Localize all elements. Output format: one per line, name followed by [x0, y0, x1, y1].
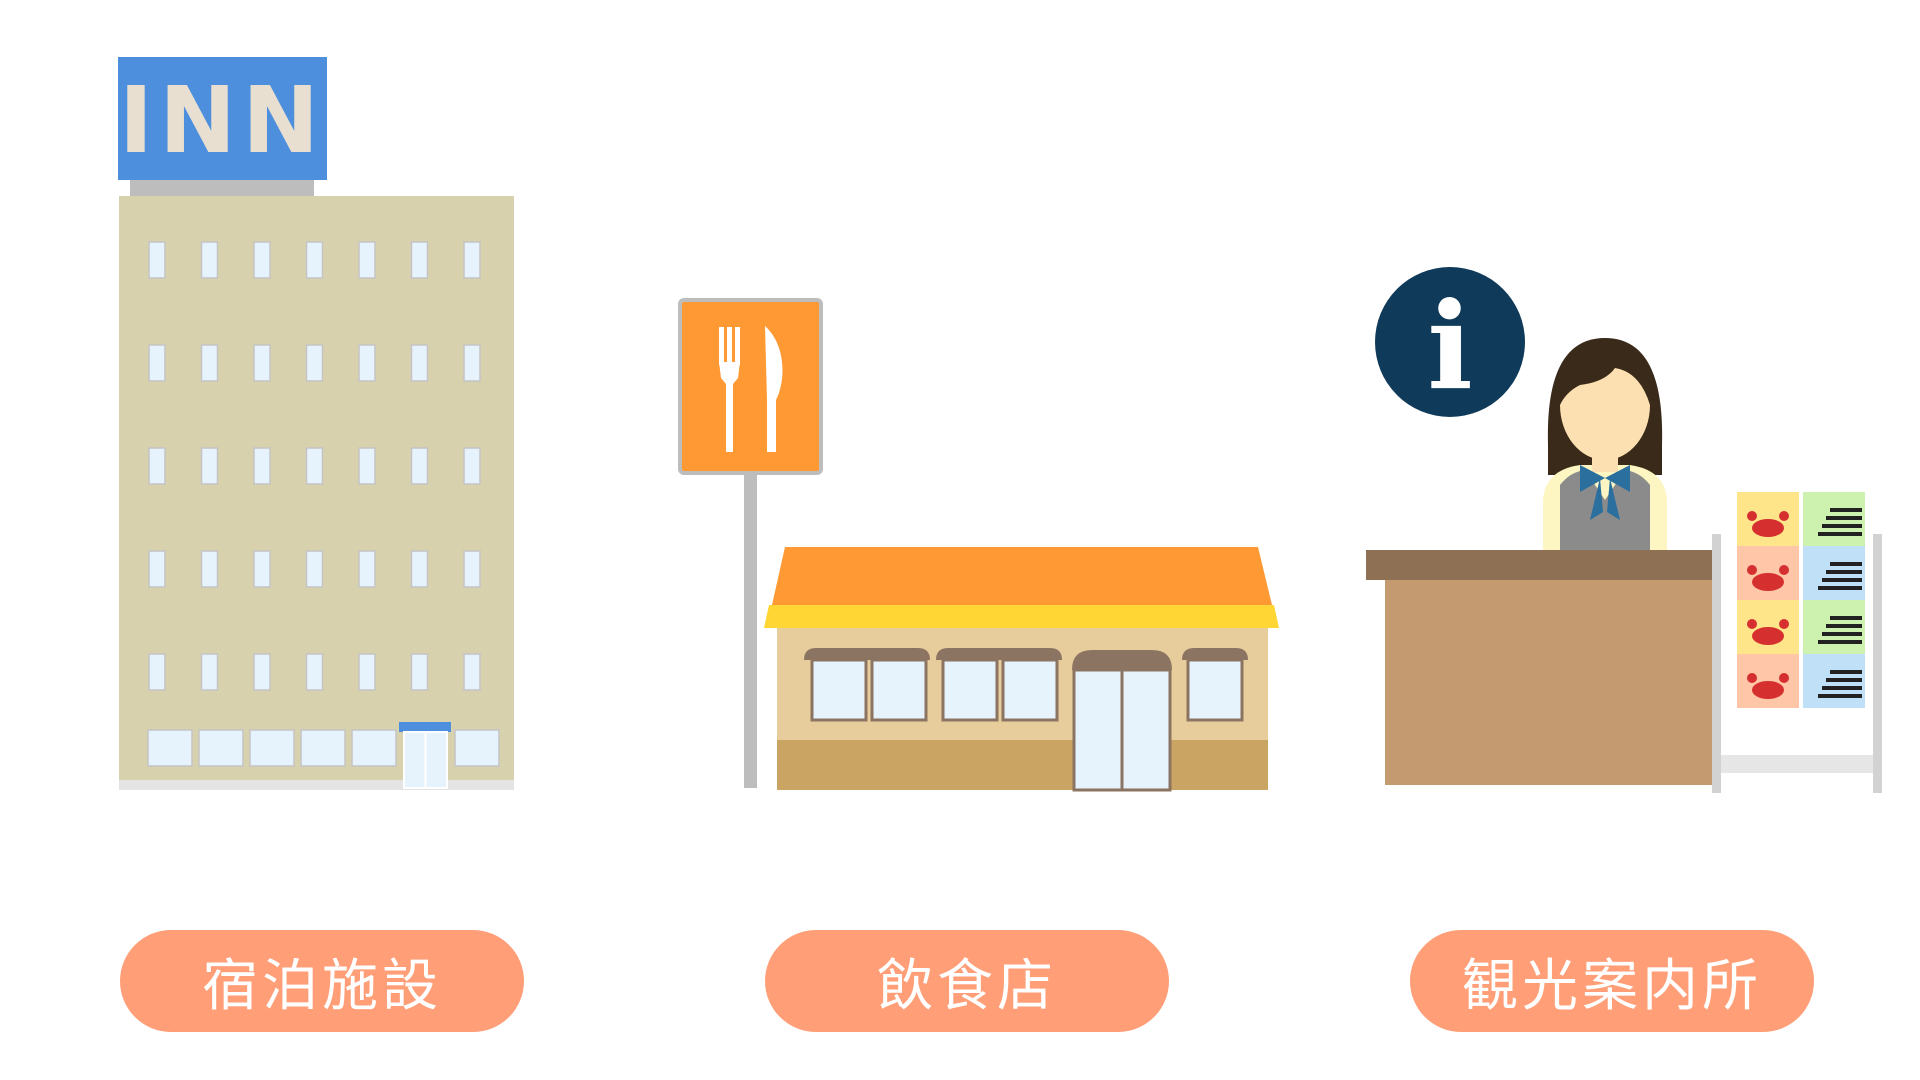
brochure-striped — [1803, 654, 1865, 708]
inn-window — [358, 653, 376, 691]
inn-window — [148, 550, 166, 588]
inn-ground-windows — [147, 729, 500, 767]
inn-window — [305, 653, 324, 691]
brochure-rack — [1712, 492, 1882, 793]
attendant-hair-front — [1559, 345, 1651, 405]
inn-building-body — [119, 196, 514, 780]
inn-window — [463, 241, 481, 279]
inn-window — [200, 447, 219, 485]
desk-top — [1366, 550, 1718, 580]
inn-window — [463, 550, 481, 588]
brochures — [1737, 492, 1865, 708]
inn-ground-window — [198, 729, 244, 767]
inn-ground-window — [147, 729, 193, 767]
inn-window — [200, 653, 219, 691]
inn-window — [358, 447, 376, 485]
restaurant-sign-pole — [744, 470, 757, 788]
brochure-striped — [1803, 546, 1865, 600]
inn-window — [253, 447, 271, 485]
inn-window — [410, 344, 429, 382]
brochure-crab — [1737, 600, 1799, 654]
restaurant-roof-stripe — [764, 605, 1279, 628]
brochure-crab — [1737, 654, 1799, 708]
info-icon — [1375, 267, 1525, 417]
inn-window — [358, 550, 376, 588]
inn-window — [305, 447, 324, 485]
restaurant-sign — [678, 298, 823, 475]
inn-building-ground — [119, 780, 514, 790]
inn-building: INN — [118, 57, 514, 790]
inn-window — [410, 447, 429, 485]
inn-window — [148, 344, 166, 382]
label-tourist-info: 観光案内所 — [1410, 930, 1814, 1032]
crab-icon — [1752, 573, 1784, 591]
inn-sign-text: INN — [119, 67, 325, 174]
inn-window — [305, 241, 324, 279]
inn-ground-window — [300, 729, 346, 767]
inn-window — [463, 344, 481, 382]
crab-icon — [1752, 627, 1784, 645]
inn-ground-window — [454, 729, 500, 767]
inn-window — [358, 241, 376, 279]
inn-window — [253, 241, 271, 279]
brochure-crab — [1737, 492, 1799, 546]
attendant-vest — [1560, 470, 1650, 560]
inn-window — [305, 344, 324, 382]
inn-window — [253, 344, 271, 382]
inn-window — [463, 653, 481, 691]
restaurant-base — [777, 740, 1268, 790]
inn-window — [200, 344, 219, 382]
brochure-crab — [1737, 546, 1799, 600]
label-restaurant: 飲食店 — [765, 930, 1169, 1032]
inn-windows — [148, 241, 481, 691]
inn-sign — [118, 57, 327, 180]
inn-window — [253, 653, 271, 691]
crab-icon — [1752, 681, 1784, 699]
crab-icon — [1752, 519, 1784, 537]
inn-window — [200, 550, 219, 588]
inn-window — [358, 344, 376, 382]
label-lodging: 宿泊施設 — [120, 930, 524, 1032]
inn-window — [148, 241, 166, 279]
knife-icon — [765, 326, 783, 452]
tourist-info: i — [1366, 267, 1882, 793]
fork-icon — [719, 327, 740, 452]
attendant — [1543, 338, 1667, 560]
inn-window — [305, 550, 324, 588]
restaurant-awnings — [804, 648, 1248, 670]
brochure-striped — [1803, 492, 1865, 546]
desk-front — [1385, 580, 1718, 785]
inn-window — [463, 447, 481, 485]
inn-window — [253, 550, 271, 588]
inn-door-awning — [399, 722, 451, 732]
brochure-striped — [1803, 600, 1865, 654]
restaurant — [678, 298, 1279, 792]
inn-ground-window — [351, 729, 397, 767]
inn-sign-stand — [130, 178, 314, 196]
inn-window — [200, 241, 219, 279]
inn-window — [410, 550, 429, 588]
restaurant-windows — [810, 658, 1244, 722]
restaurant-roof — [772, 547, 1272, 605]
bow-tie-icon — [1580, 465, 1630, 520]
inn-window — [410, 653, 429, 691]
info-symbol: i — [1427, 276, 1473, 417]
inn-window — [410, 241, 429, 279]
inn-ground-window — [249, 729, 295, 767]
inn-window — [148, 653, 166, 691]
inn-window — [148, 447, 166, 485]
